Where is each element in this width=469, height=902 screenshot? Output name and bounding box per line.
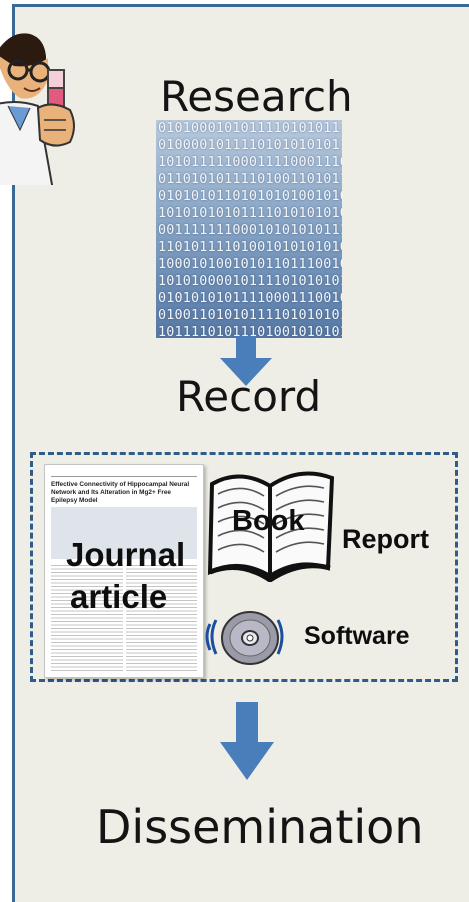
outputs-dashed-box [30, 452, 458, 682]
scientist-with-test-tube-icon [0, 33, 75, 185]
binary-data-image: 0101000101011110101011101 01000010111101… [156, 120, 342, 338]
book-label: Book [232, 505, 305, 537]
binary-line: 1010100001011110101010101 [158, 274, 342, 289]
journal-article-thumbnail: Effective Connectivity of Hippocampal Ne… [44, 464, 204, 678]
dissemination-label: Dissemination [96, 800, 424, 854]
binary-line: 1010111110001111000111010 [158, 155, 342, 170]
report-label: Report [342, 524, 429, 554]
cd-disc-icon [205, 611, 284, 665]
binary-line: 1010101010111101010101010 [158, 206, 342, 221]
binary-line: 0101010110101010100101011 [158, 189, 342, 204]
binary-line: 1000101001010110111001010 [158, 257, 342, 272]
journal-label: Journal [66, 536, 186, 573]
research-label: Research [160, 72, 353, 121]
open-book-icon [207, 471, 335, 582]
software-label: Software [304, 622, 410, 650]
binary-line: 1011110101110100101010101 [158, 325, 342, 338]
binary-line: 1101011110100101010101010 [158, 240, 342, 255]
column-gap [123, 565, 126, 671]
article-label: article [70, 578, 168, 615]
down-arrow-icon [220, 336, 272, 386]
down-arrow-icon [220, 702, 274, 780]
journal-header [51, 471, 197, 477]
record-label: Record [176, 372, 322, 421]
binary-line: 0101000101011110101011101 [158, 121, 342, 136]
article-title: Effective Connectivity of Hippocampal Ne… [51, 481, 190, 504]
binary-line: 0011111110001010101011101 [158, 223, 342, 238]
article-abstract-block [51, 507, 197, 559]
binary-line: 0110101011110100110101101 [158, 172, 342, 187]
